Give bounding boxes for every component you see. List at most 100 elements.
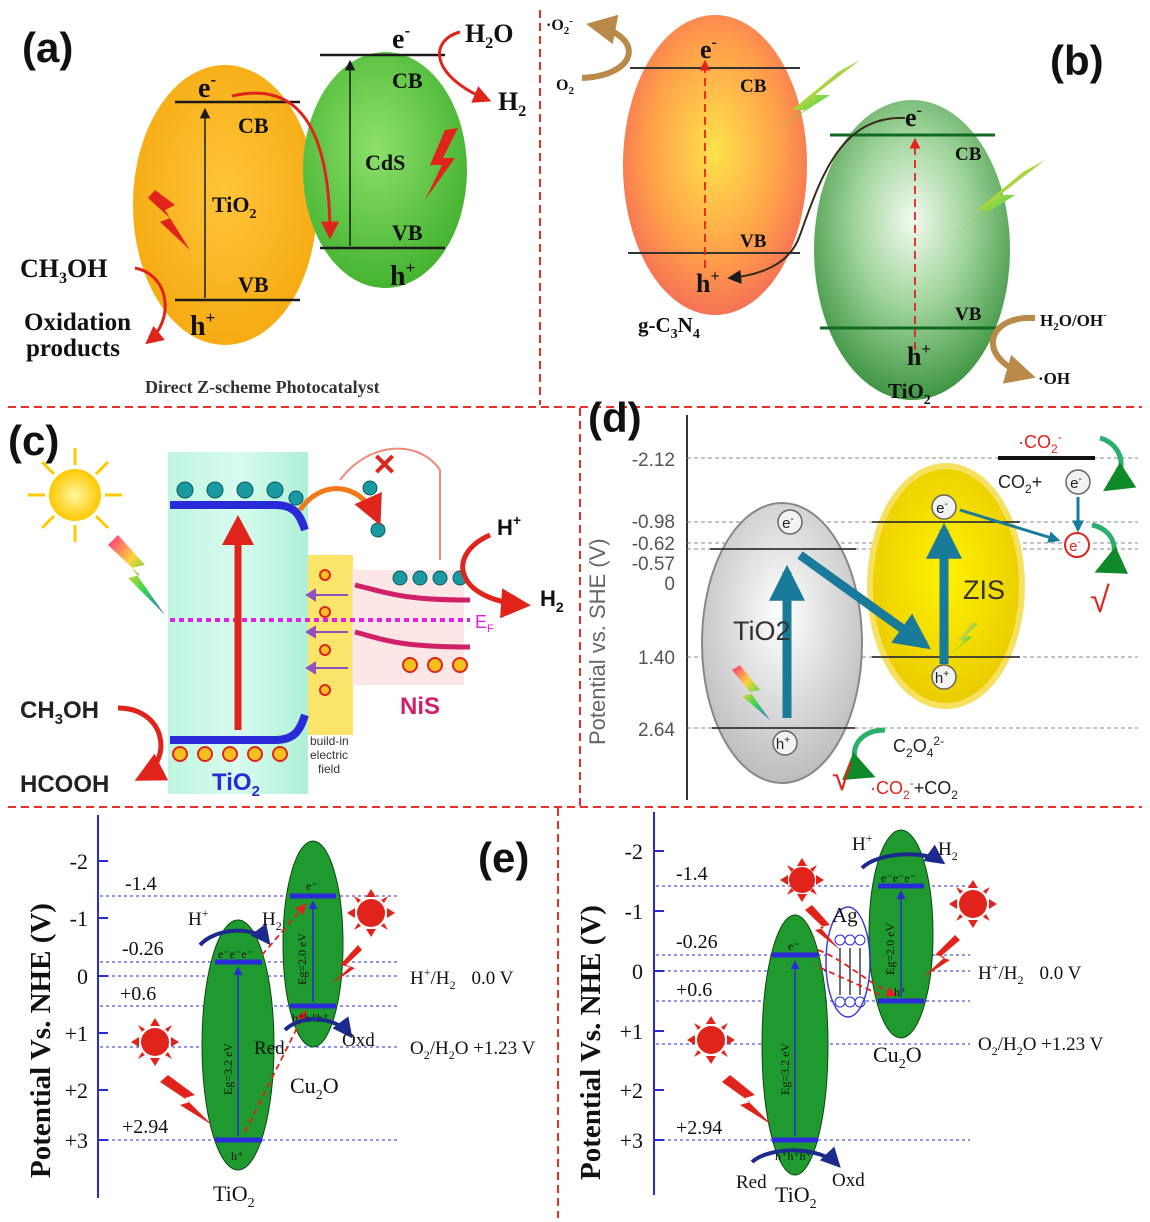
tio2-bandgap-label: Eg=3.2 eV — [221, 1043, 235, 1095]
level-label: +0.6 — [120, 983, 156, 1005]
tio2-cb-label: CB — [238, 113, 269, 138]
sun-icon — [949, 880, 997, 928]
gcn-particle — [623, 15, 807, 315]
tick-label: 2.64 — [638, 720, 675, 741]
h2o-reactant: H2O — [465, 19, 513, 52]
zis-cb-electron: e- — [936, 499, 948, 517]
potential-axis-label: Potential Vs. NHE (V) — [575, 905, 607, 1180]
tio2-label: TiO2 — [888, 379, 931, 408]
gcn-cb-label: CB — [740, 76, 767, 97]
panel-a-caption: Direct Z-scheme Photocatalyst — [145, 377, 380, 397]
level-label: -1.4 — [676, 863, 708, 885]
cu2o-cb-electrons: e⁻e⁻e⁻ — [881, 871, 916, 885]
cu2o-vb-hole: h⁺ — [894, 985, 906, 999]
success-check-icon: √ — [1090, 579, 1110, 620]
tio2-cb-electron: e- — [782, 514, 794, 532]
co2-electron: e- — [1070, 474, 1082, 492]
oxygen-reactant: O2 — [556, 77, 574, 97]
panel-d-label: (d) — [588, 394, 642, 441]
cds-vb-hole: h+ — [390, 258, 415, 292]
tio2-bandgap-label: Eg=3.2 eV — [778, 1043, 792, 1095]
gcn-label: g-C3N4 — [638, 313, 700, 342]
tick-label: 0 — [632, 959, 643, 984]
fermi-level-label: EF — [475, 612, 494, 635]
tio2-excitation-arrowhead — [222, 515, 254, 545]
tick-label: -0.62 — [632, 534, 675, 555]
proton-reduction-arrow — [860, 844, 946, 870]
tio2-particle — [133, 65, 317, 345]
hcooh-product: HCOOH — [20, 771, 109, 798]
zis-vb-hole: h+ — [935, 669, 949, 687]
tio2-label: TiO2 — [733, 616, 791, 646]
co2-cycle-arrow — [1099, 435, 1137, 492]
success-check-icon: √ — [832, 757, 852, 798]
potential-axis-label: Potential Vs. NHE (V) — [25, 903, 57, 1178]
light-bolt-icon — [950, 622, 978, 655]
nis-lower-band — [354, 629, 471, 650]
tick-label: +2 — [65, 1078, 88, 1103]
tio2-vb-hole: h+ — [907, 341, 931, 371]
tick-label: +2 — [620, 1078, 643, 1103]
cds-cb-electron: e- — [392, 21, 410, 55]
h2-product: H2 — [938, 839, 958, 863]
h2-product: H2 — [262, 909, 282, 933]
ag-electron-cluster — [834, 934, 866, 1008]
panel-dividers — [8, 10, 1142, 1218]
sun-icon — [347, 889, 395, 937]
ag-internal-arrows — [839, 948, 861, 995]
h2-product: H2 — [498, 87, 526, 120]
panel-e-label: (e) — [478, 834, 529, 881]
nis-label: NiS — [400, 693, 440, 720]
potential-axis-label: Potential vs. SHE (V) — [585, 538, 610, 745]
blocked-cross-icon: ✕ — [372, 449, 397, 482]
electron-transfer-arrow — [297, 486, 382, 526]
z-scheme-transfer-arrow — [244, 1010, 306, 1133]
cu2o-label: Cu2O — [290, 1073, 339, 1103]
cds-vb-label: VB — [392, 220, 423, 245]
level-label: +2.94 — [676, 1117, 722, 1139]
proton-reduction-arrow — [198, 923, 271, 947]
field-label-line3: field — [318, 762, 340, 776]
tick-label: -0.98 — [632, 512, 675, 533]
field-arrows — [305, 588, 348, 675]
tick-label: -2 — [625, 839, 643, 864]
potential-ticks: -2.12 -0.98 -0.62 -0.57 0 1.40 2.64 — [632, 450, 676, 741]
tio2-vb-hole: h⁺ — [231, 1149, 243, 1163]
tio2-label: TiO2 — [775, 1182, 817, 1212]
tio2-label: TiO2 — [212, 769, 260, 800]
proton-reactant: H+ — [188, 906, 209, 930]
electron-to-ag-arrow — [817, 949, 898, 997]
oxalate-reactant: C2O42- — [893, 734, 944, 760]
level-label: -1.4 — [125, 873, 157, 895]
cds-label: CdS — [365, 150, 405, 175]
h2-evolution-arrow — [460, 532, 531, 619]
tick-label: +3 — [65, 1128, 88, 1153]
co2-radical-top: ·CO2- — [1018, 430, 1062, 456]
cu2o-bandgap-label: Eg=2.0 eV — [295, 933, 309, 985]
level-label: -0.26 — [122, 938, 164, 960]
carrier-circles: e- h+ e- h+ e- e- — [772, 469, 1091, 756]
tick-label: -1 — [625, 899, 643, 924]
sun-icon — [28, 448, 122, 542]
light-bolt-icon — [722, 1075, 772, 1125]
red-species: Red — [736, 1172, 767, 1193]
cds-cb-label: CB — [392, 68, 423, 93]
tick-label: -2 — [70, 849, 88, 874]
light-bolt-icon — [760, 60, 860, 140]
tio2-cb-label: CB — [955, 144, 982, 165]
light-bolt-icon — [108, 535, 165, 615]
tio2-cb-electron: e- — [198, 70, 216, 104]
tick-label: 1.40 — [638, 648, 675, 669]
cu2o-cb-electron: e⁻ — [306, 879, 318, 893]
tio2-particle — [814, 100, 1010, 400]
gcn-vb-hole: h+ — [696, 268, 720, 298]
vb-holes — [172, 569, 468, 762]
h2o-to-h2-arrow — [438, 30, 492, 103]
hydroxyl-radical: ·OH — [1038, 369, 1070, 388]
light-bolt-icon — [425, 128, 458, 200]
ag-label: Ag — [832, 903, 858, 927]
tick-label: -2.12 — [632, 450, 675, 471]
